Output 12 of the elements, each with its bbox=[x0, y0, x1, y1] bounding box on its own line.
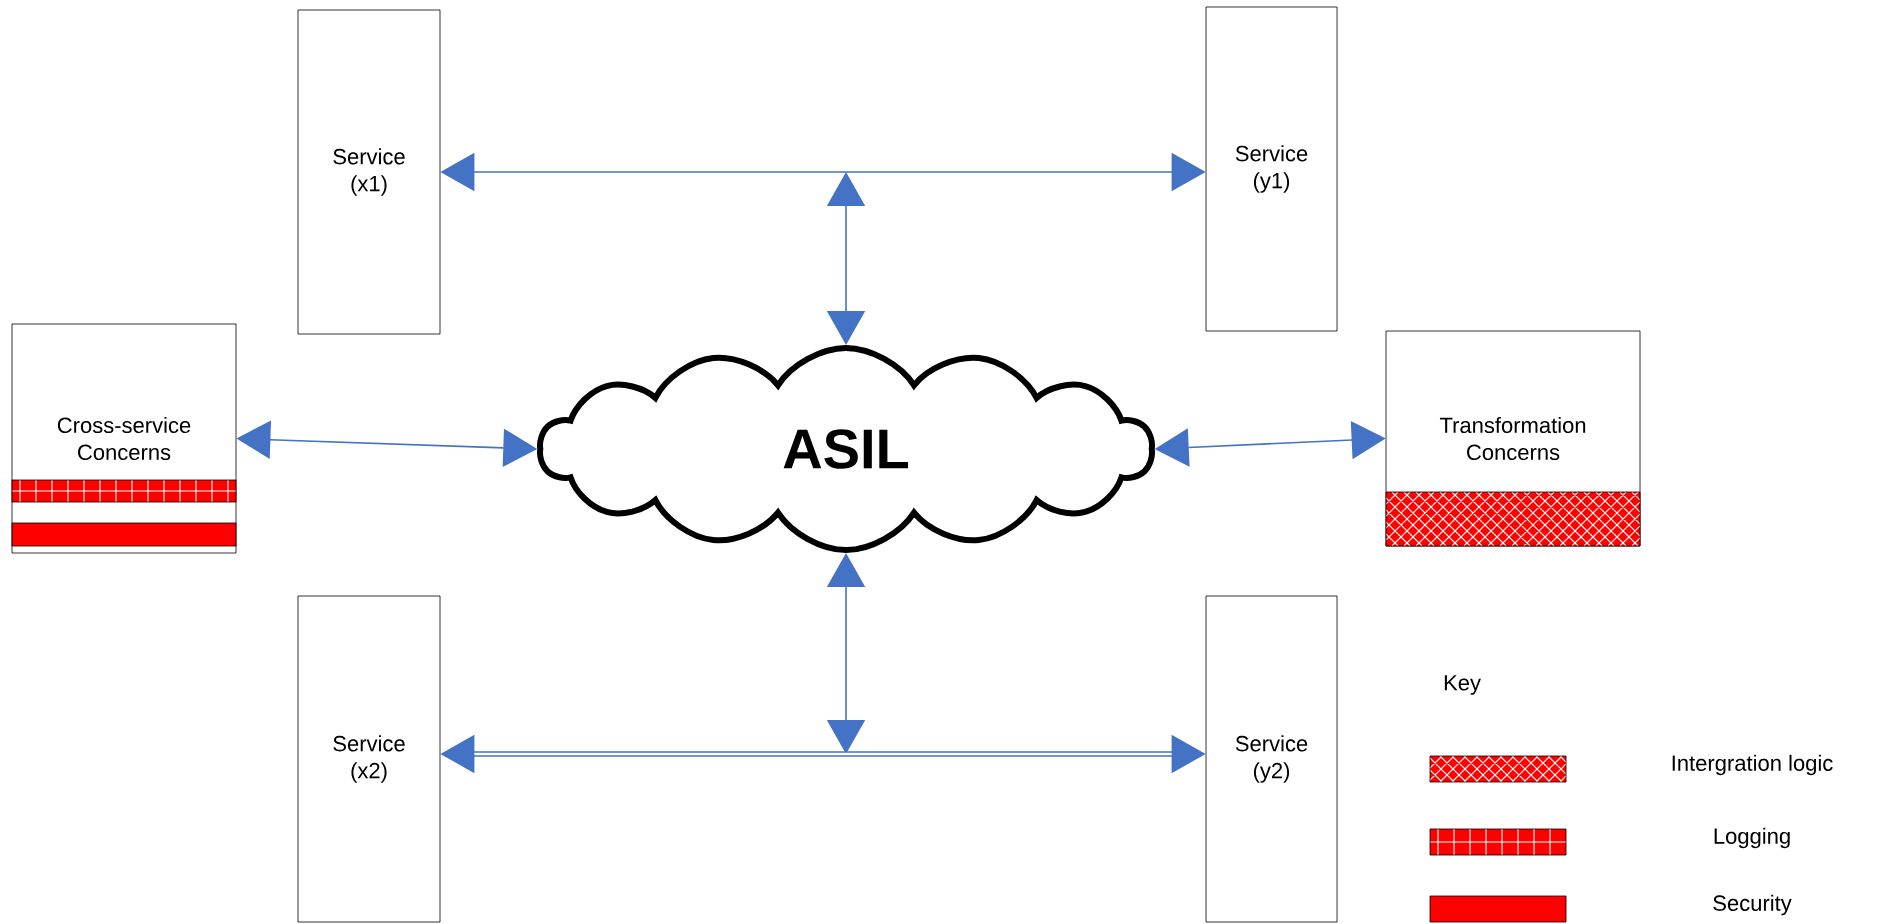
legend-title: Key bbox=[1444, 675, 1481, 695]
service-box: Service (x1) bbox=[297, 9, 441, 335]
service-box: Service (y2) bbox=[1205, 595, 1338, 923]
legend-label: Security bbox=[1713, 894, 1792, 916]
concern-box: Transformation Concerns bbox=[1385, 330, 1641, 547]
legend-label: Intergration logic bbox=[1672, 754, 1833, 776]
concern-box: Cross-service Concerns bbox=[11, 323, 237, 554]
service-box: Service (x2) bbox=[297, 595, 441, 923]
arrow bbox=[826, 553, 866, 754]
legend-label: Logging bbox=[1714, 827, 1790, 849]
service-box: Service (y1) bbox=[1205, 6, 1338, 332]
arrow bbox=[826, 172, 866, 345]
